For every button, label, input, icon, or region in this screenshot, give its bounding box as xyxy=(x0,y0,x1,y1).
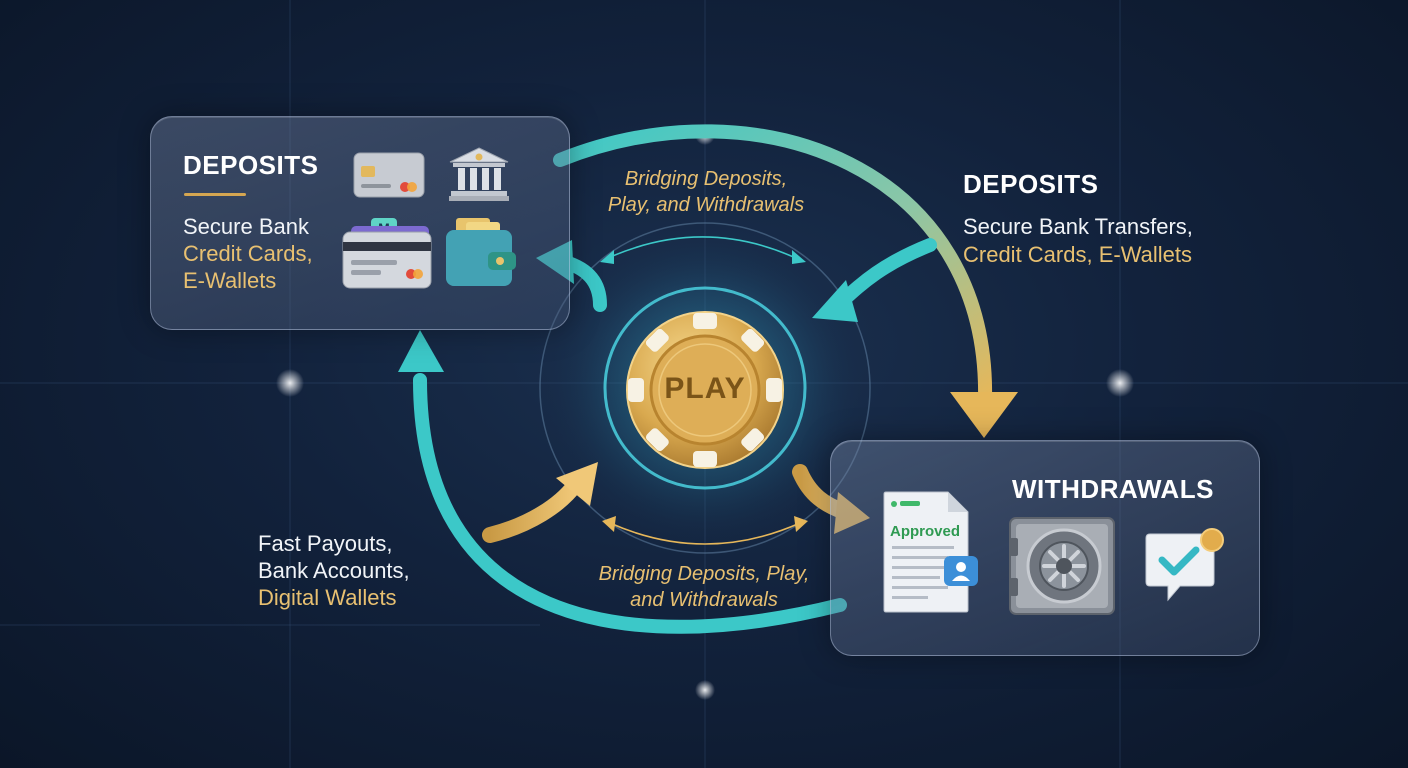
bridge-caption-bottom: Bridging Deposits, Play, and Withdrawals xyxy=(576,561,832,613)
approved-document-icon: Approved xyxy=(883,491,978,613)
stacked-cards-icon: M xyxy=(342,218,432,289)
arrowhead-gold-up xyxy=(556,462,598,506)
approved-label: Approved xyxy=(890,523,960,540)
deposits-panel-line2: Credit Cards, xyxy=(183,241,313,266)
bridge-bottom-line2: and Withdrawals xyxy=(630,589,778,611)
play-chip-label: PLAY xyxy=(664,372,746,405)
deposits-right-line1: Secure Bank Transfers, xyxy=(963,214,1193,239)
deposits-right-heading: DEPOSITS xyxy=(963,169,1099,199)
bridge-top-line2: Play, and Withdrawals xyxy=(607,194,805,216)
play-chip-icon xyxy=(626,311,784,469)
payouts-line1: Fast Payouts, xyxy=(258,531,393,556)
arrowhead-teal-deposits xyxy=(536,240,574,284)
arrow-payouts-to-chip xyxy=(482,477,583,543)
deposits-panel-line3: E-Wallets xyxy=(183,268,277,293)
arrow-right-to-chip xyxy=(831,238,937,312)
bridge-caption-top: Bridging Deposits, Play, and Withdrawals xyxy=(586,166,826,218)
checkmark-message-icon xyxy=(1145,528,1224,602)
thin-arrow-bottom xyxy=(609,522,801,545)
heading-underline xyxy=(184,193,246,196)
vault-icon xyxy=(1009,517,1115,615)
arrowhead-gold-right xyxy=(834,492,870,534)
chip-ring xyxy=(603,286,807,490)
payouts-line2: Bank Accounts, xyxy=(258,558,410,583)
credit-card-icon xyxy=(353,152,425,198)
arrowhead-down-gold xyxy=(950,392,1018,438)
payouts-line3: Digital Wallets xyxy=(258,585,397,610)
bank-icon xyxy=(449,147,509,201)
deposits-panel-line1: Secure Bank xyxy=(183,214,309,239)
withdrawals-heading: WITHDRAWALS xyxy=(1012,474,1214,504)
deposits-panel-heading: DEPOSITS xyxy=(183,150,319,180)
wallet-icon xyxy=(446,218,516,286)
deposits-panel xyxy=(150,116,570,330)
arc-top-right xyxy=(553,124,993,407)
arrowhead-teal-left xyxy=(812,280,858,322)
arrowhead-up-teal xyxy=(398,330,444,372)
outer-ring xyxy=(539,222,871,554)
thin-arrow-top xyxy=(607,236,801,261)
deposits-right-line2: Credit Cards, E-Wallets xyxy=(963,242,1193,267)
bridge-bottom-line1: Bridging Deposits, Play, xyxy=(598,563,810,585)
arc-left-bottom xyxy=(413,373,847,634)
bridge-top-line1: Bridging Deposits, xyxy=(624,168,788,190)
